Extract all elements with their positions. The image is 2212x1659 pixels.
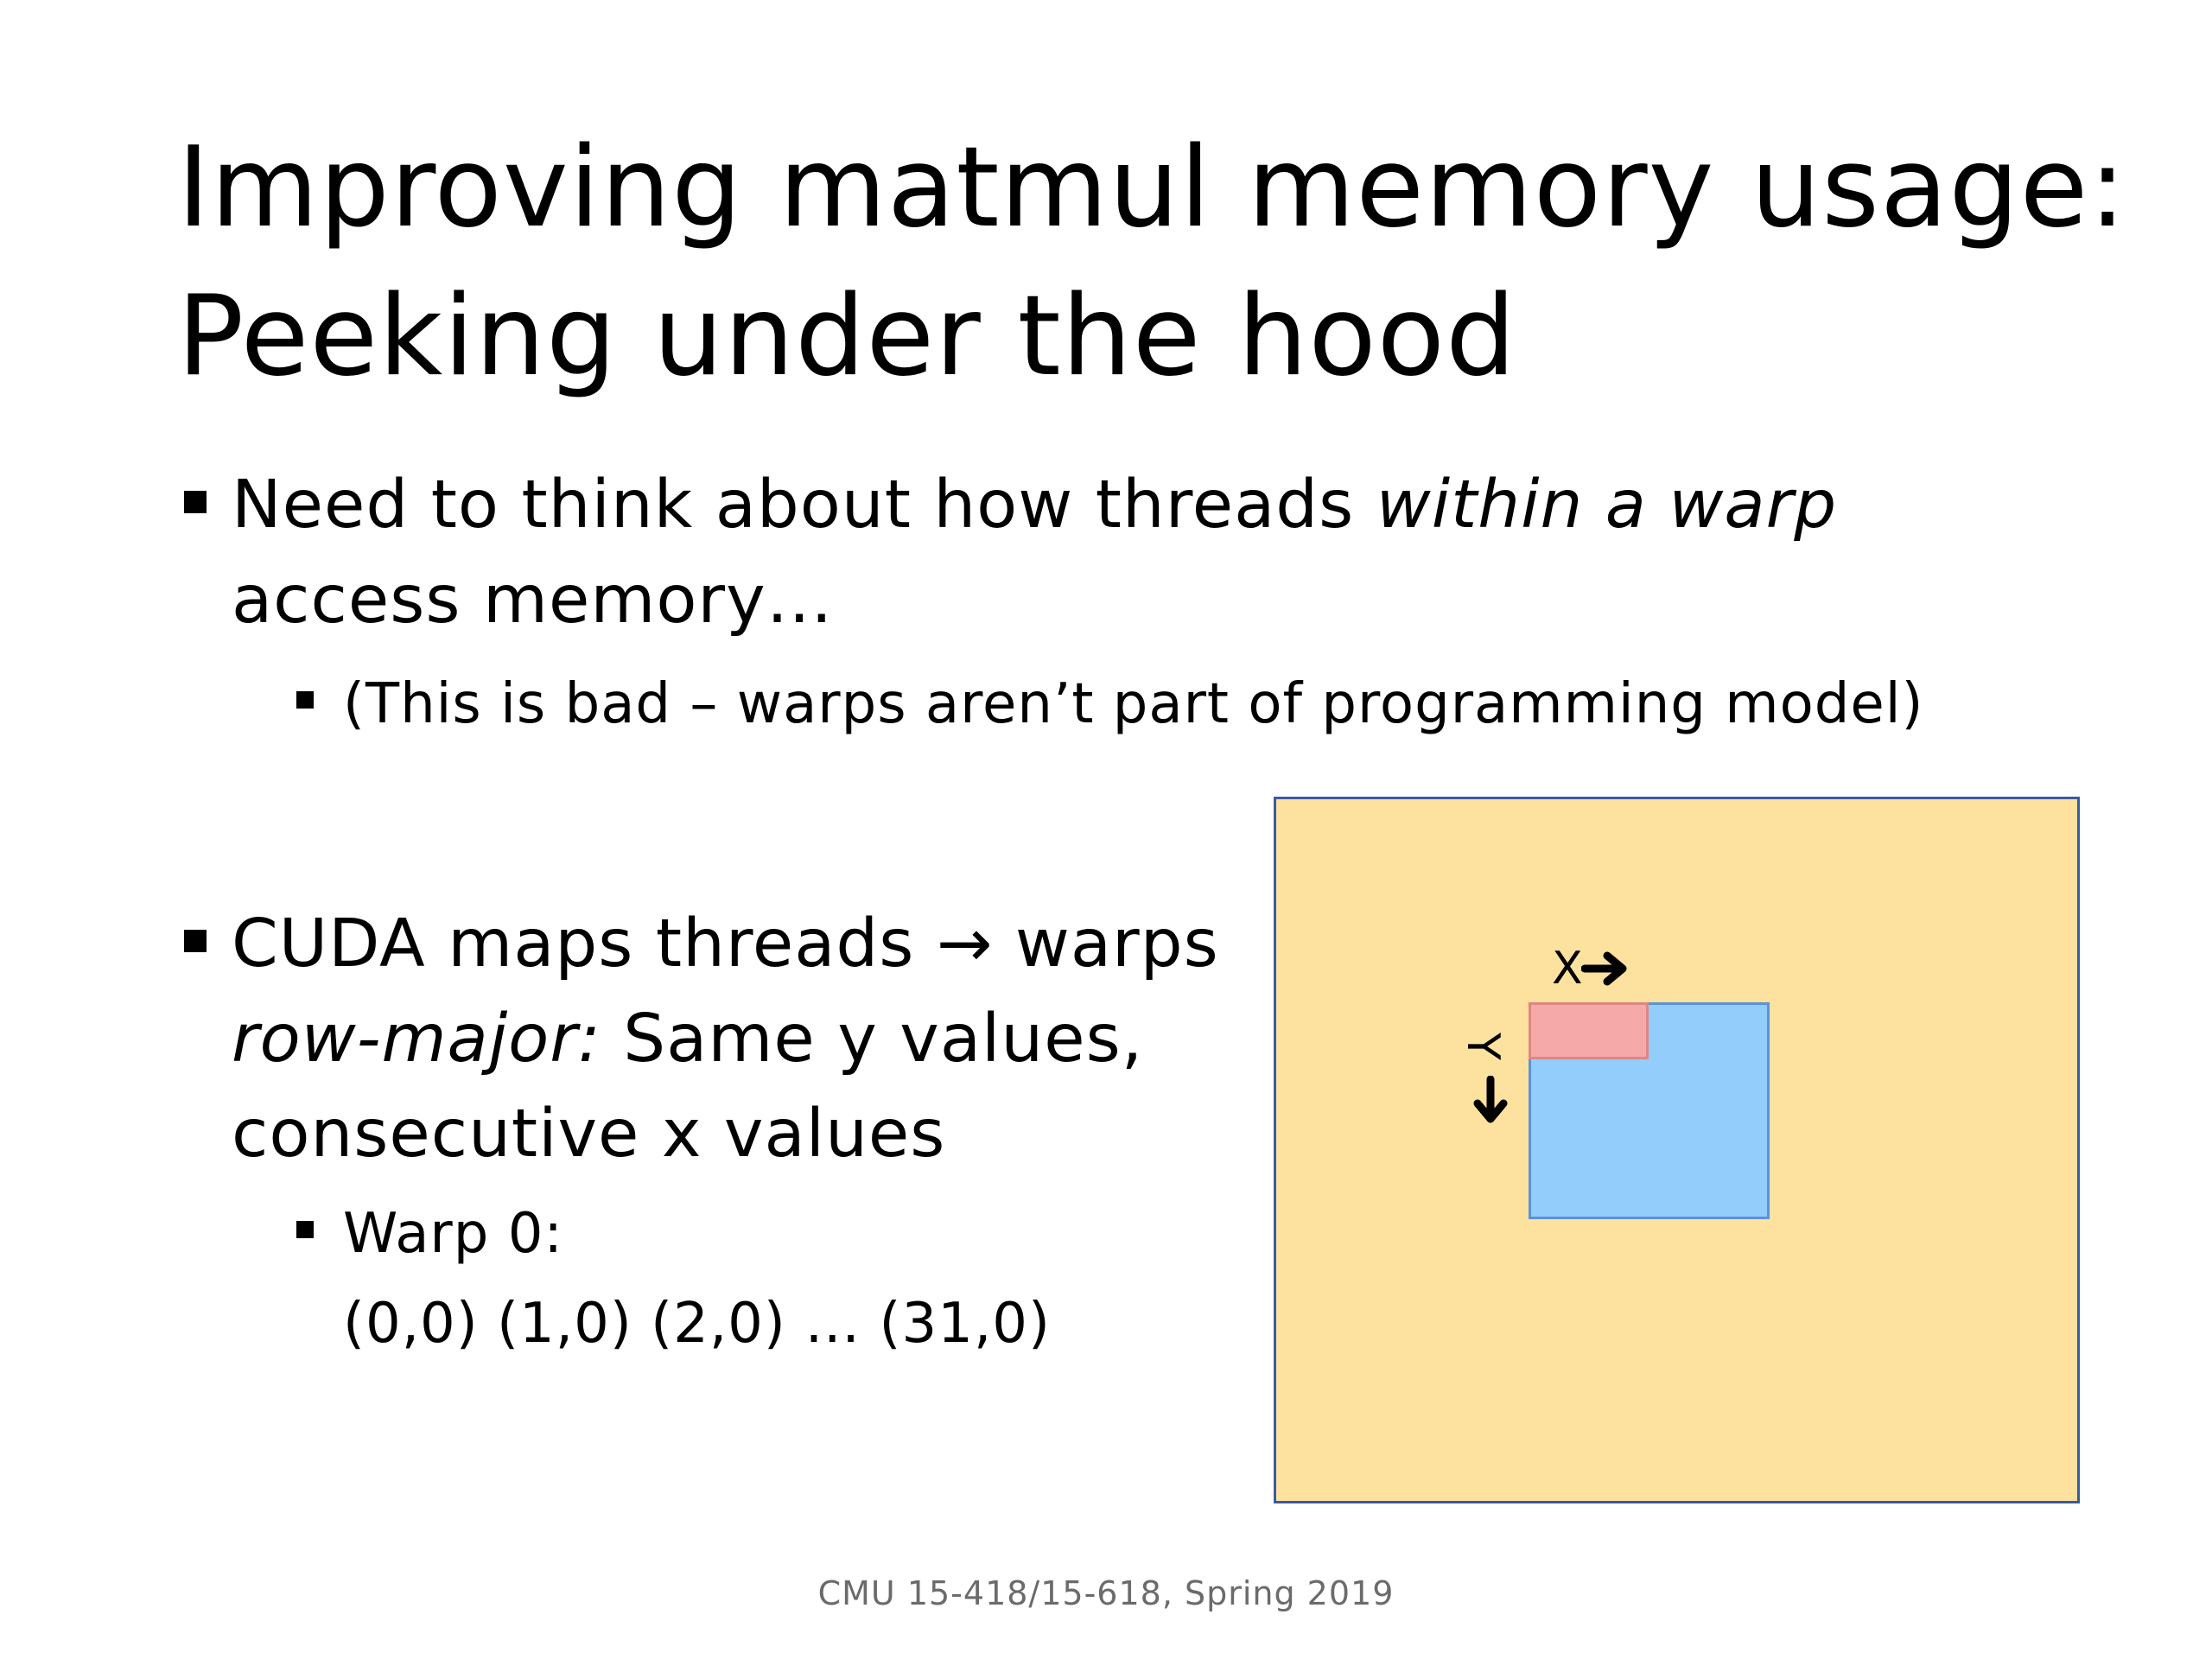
sub-bullet-marker: [296, 691, 314, 709]
warp0-label: Warp 0:: [343, 1202, 563, 1266]
bullet-emphasis: within a warp: [1376, 467, 1838, 543]
bullet-text-consecutive-x: consecutive x values: [232, 1096, 946, 1173]
warp-row: [1529, 1002, 1649, 1059]
bullet-text: Need to think about how threads: [232, 467, 1376, 543]
warp0-thread-list: (0,0) (1,0) (2,0) … (31,0): [343, 1292, 1051, 1356]
bullet-marker: [184, 930, 207, 952]
bullet-emphasis: row-major:: [232, 1001, 601, 1077]
sub-bullet-warp0: Warp 0: (0,0) (1,0) (2,0) … (31,0): [343, 1189, 1051, 1369]
bullet-cuda-mapping: CUDA maps threads → warps row-major: Sam…: [232, 897, 1219, 1182]
bullet-marker: [184, 491, 207, 513]
y-axis-label: Y: [1456, 1033, 1509, 1060]
bullet-text-warps: warps: [993, 906, 1219, 982]
x-axis-label: X: [1552, 943, 1583, 995]
bullet-text-continued: access memory…: [232, 562, 834, 639]
sub-bullet-marker: [296, 1221, 314, 1238]
bullet-text: CUDA maps threads: [232, 906, 937, 982]
bullet-warp-access: Need to think about how threads within a…: [232, 458, 1837, 648]
title-line-2: Peeking under the hood: [177, 272, 1517, 401]
slide-footer: CMU 15-418/15-618, Spring 2019: [817, 1574, 1395, 1612]
x-arrow-icon: [1581, 951, 1627, 986]
y-arrow-icon: [1473, 1076, 1508, 1123]
bullet-text-same-y: Same y values,: [601, 1001, 1144, 1077]
slide-title: Improving matmul memory usage: Peeking u…: [177, 114, 2130, 411]
right-arrow-icon: →: [936, 906, 994, 982]
sub-bullet-bad-note: (This is bad – warps aren’t part of prog…: [343, 672, 1924, 736]
title-line-1: Improving matmul memory usage:: [177, 124, 2127, 252]
